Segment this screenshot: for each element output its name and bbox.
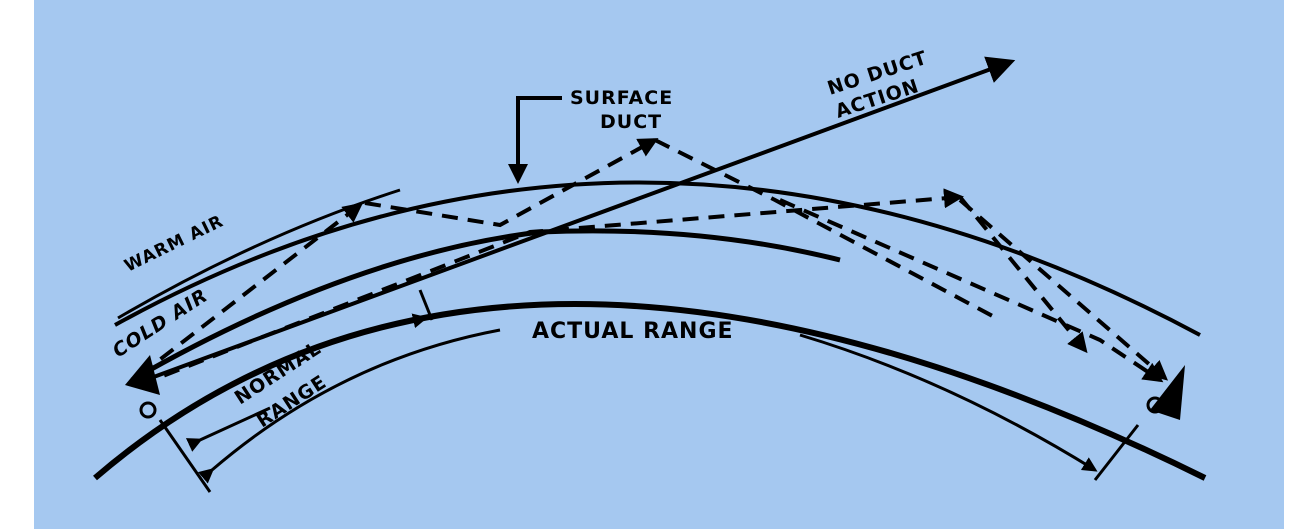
surface-duct-label: SURFACE: [570, 87, 673, 109]
surface-duct-label-2: DUCT: [600, 111, 662, 133]
cold-air-label: COLD AIR: [109, 284, 212, 362]
no-duct-ray: [139, 56, 1016, 384]
actual-range-dimension: [198, 328, 1140, 484]
duct-top-boundary: [114, 180, 1201, 337]
actual-range-label: ACTUAL RANGE: [532, 319, 734, 344]
ducted-ray-paths: [138, 138, 1169, 387]
surface-duct-leader: [508, 96, 562, 184]
receiver-antenna-icon: [1146, 365, 1185, 420]
earth-surface-curve: [93, 301, 1207, 481]
transmitter-antenna-icon: [125, 355, 160, 419]
warm-cold-boundary: [117, 188, 401, 320]
